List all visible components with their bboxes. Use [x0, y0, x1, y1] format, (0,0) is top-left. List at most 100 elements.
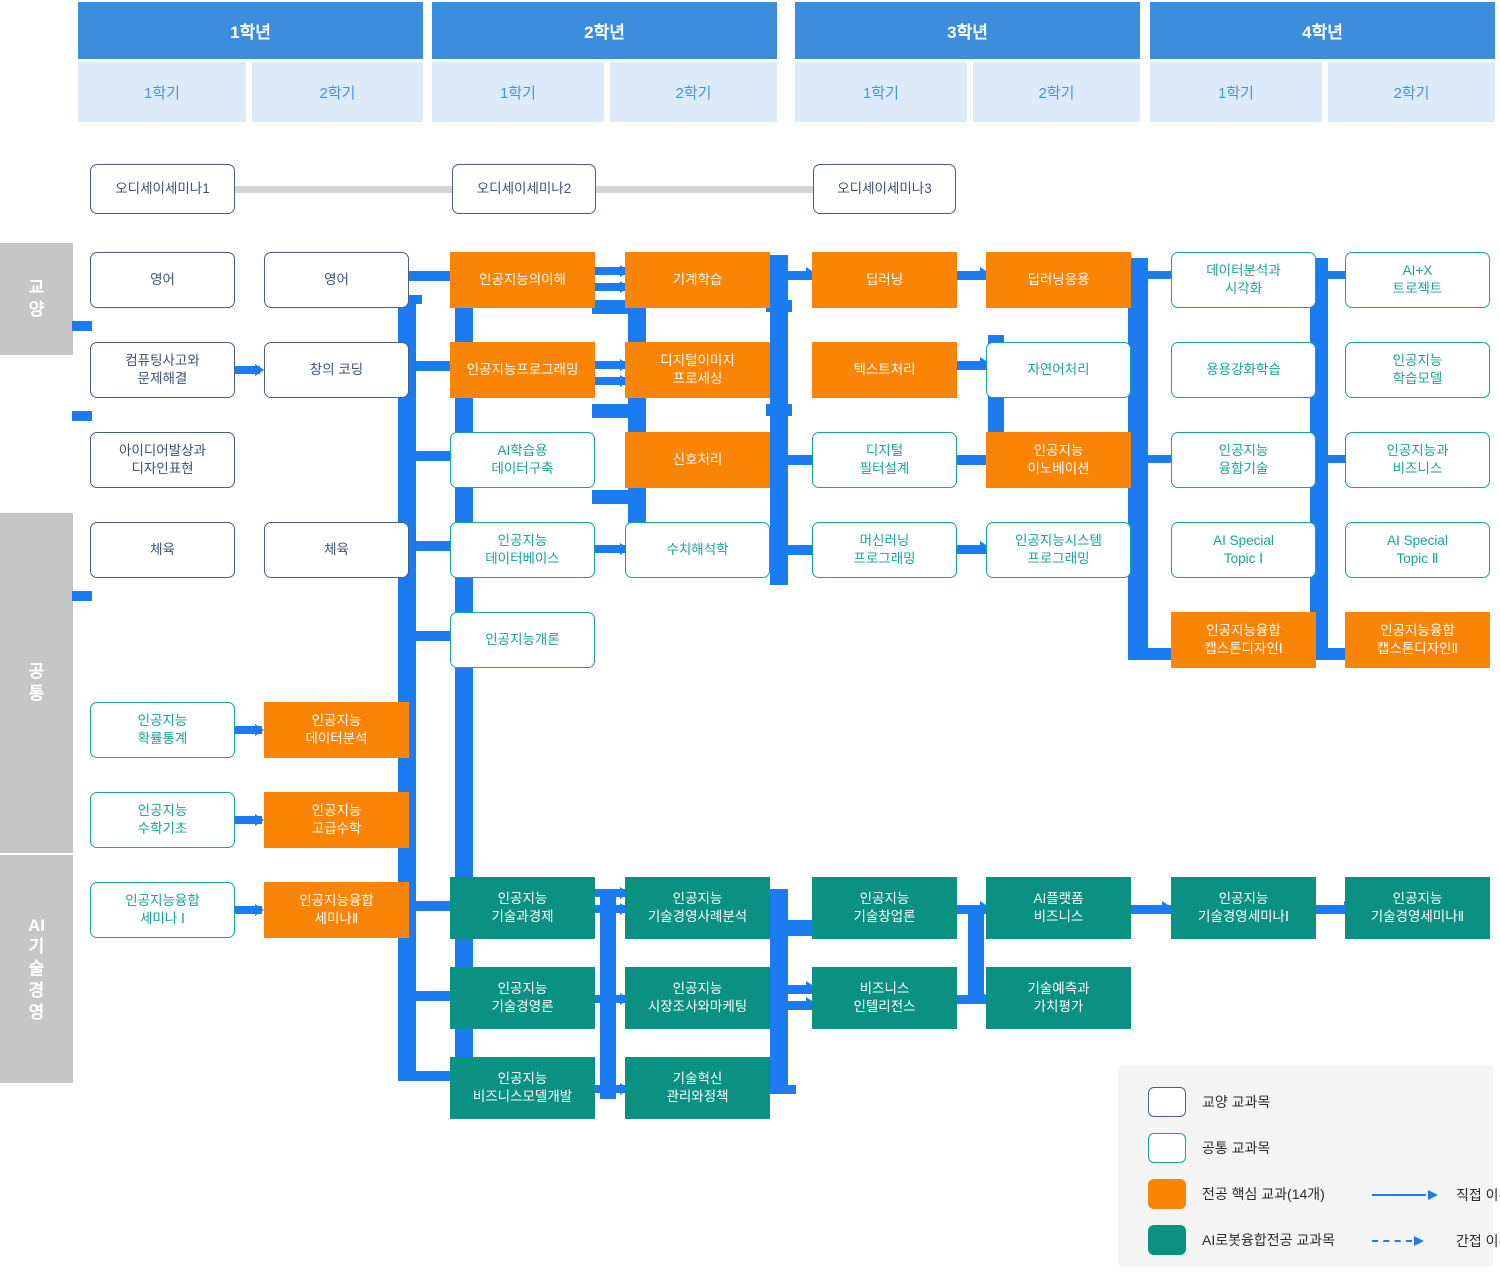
course-y2s2-3[interactable]: 수치해석학 — [625, 522, 770, 578]
course-y1s2-0[interactable]: 영어 — [264, 252, 409, 308]
course-y2s2-0[interactable]: 기계학습 — [625, 252, 770, 308]
connector-seg — [954, 271, 988, 280]
connector-seg — [592, 361, 628, 369]
course-y3s2-0[interactable]: 딥러닝응용 — [986, 252, 1131, 308]
category-char: 양 — [28, 300, 45, 319]
course-odyssey-seminar-1[interactable]: 오디세이세미나1 — [90, 164, 235, 214]
legend-label-common: 공통 교과목 — [1202, 1140, 1271, 1156]
course-odyssey-seminar-2[interactable]: 오디세이세미나2 — [452, 164, 596, 214]
course-y2s1-0[interactable]: 인공지능의이해 — [450, 252, 595, 308]
connector-seminar-1-2 — [234, 186, 456, 193]
connector-db-to-numerical — [592, 545, 628, 553]
legend-label-major-core: 전공 핵심 교과(14개) — [1202, 1186, 1325, 1202]
connector-seg — [398, 991, 456, 1001]
arrow-head — [806, 981, 815, 993]
connector-seg — [1128, 648, 1178, 660]
connector-seg — [770, 455, 822, 465]
course-y1s2-2[interactable]: 체육 — [264, 522, 409, 578]
category-bar-common: 공 통 — [0, 513, 73, 853]
year-header-1: 1학년 — [78, 2, 423, 59]
course-y1s1-0[interactable]: 영어 — [90, 252, 235, 308]
legend-item-ai-robot: AI로봇융합전공 교과목 — [1148, 1223, 1335, 1257]
semester-header-4-2: 2학기 — [1328, 62, 1495, 122]
arrow-head — [255, 364, 264, 376]
arrow-head — [980, 901, 989, 913]
course-y3s1-1[interactable]: 텍스트처리 — [812, 342, 957, 398]
connector-seg — [398, 901, 456, 911]
course-y3s1-0[interactable]: 딥러닝 — [812, 252, 957, 308]
course-odyssey-seminar-3[interactable]: 오디세이세미나3 — [813, 164, 956, 214]
course-y2s1-1[interactable]: 인공지능프로그래밍 — [450, 342, 595, 398]
connector-mathbasic-to-advmath — [234, 816, 262, 824]
year-header-2: 2학년 — [432, 2, 777, 59]
connector-seg — [1124, 455, 1174, 463]
category-char: 공 — [28, 662, 45, 682]
legend-label-ai-robot: AI로봇융합전공 교과목 — [1202, 1232, 1336, 1248]
connector-seg — [592, 377, 628, 385]
category-char: 영 — [28, 1002, 45, 1022]
legend-arrow-indirect: 간접 이수 — [1372, 1231, 1500, 1251]
arrow-head — [255, 724, 264, 736]
category-char: 기 — [28, 937, 45, 957]
semester-header-4-1: 1학기 — [1150, 62, 1322, 122]
course-y2s2-2[interactable]: 신호처리 — [625, 432, 770, 488]
legend-swatch-major-core — [1148, 1179, 1186, 1209]
arrow-head-icon — [1414, 1236, 1424, 1246]
course-y4s1-1[interactable]: 용용강화학습 — [1171, 342, 1316, 398]
semester-header-2-2: 2학기 — [610, 62, 777, 122]
course-y3s2-1[interactable]: 자연어처리 — [986, 342, 1131, 398]
connector-seminar1-to-seminar2 — [234, 906, 262, 914]
category-char: 통 — [28, 684, 45, 703]
connector-seg — [398, 1071, 456, 1081]
legend-panel: 교양 교과목 공통 교과목 전공 핵심 교과(14개) AI로봇융합전공 교과목… — [1118, 1065, 1500, 1267]
arrow-head — [620, 359, 629, 371]
course-y1s1-3[interactable]: 체육 — [90, 522, 235, 578]
legend-item-common: 공통 교과목 — [1148, 1131, 1270, 1165]
arrow-head — [806, 997, 815, 1009]
arrow-head — [620, 903, 629, 915]
category-char: 경 — [28, 980, 45, 1000]
semester-header-2-1: 1학기 — [432, 62, 604, 122]
year-header-3: 3학년 — [795, 2, 1140, 59]
arrow-head — [980, 991, 989, 1003]
legend-label-liberal: 교양 교과목 — [1202, 1094, 1271, 1110]
course-y1s2-1[interactable]: 창의 코딩 — [264, 342, 409, 398]
course-y2s1-4[interactable]: 인공지능개론 — [450, 612, 595, 668]
